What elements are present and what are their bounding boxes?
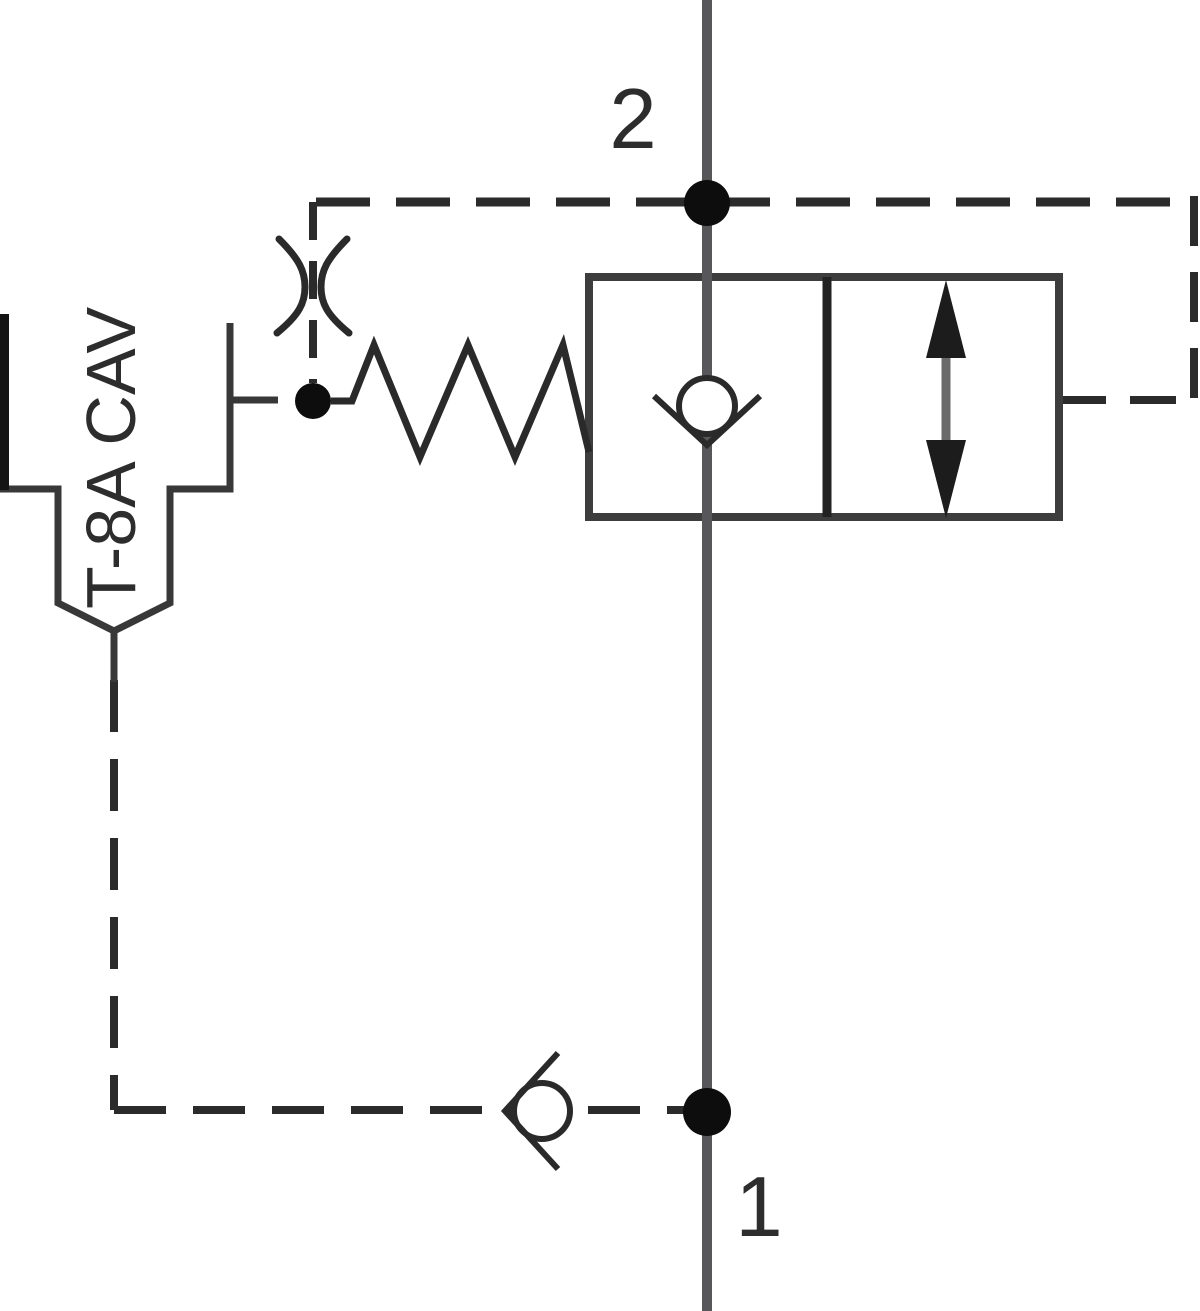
cavity-left-bar: [0, 314, 9, 490]
cavity-profile: [0, 323, 234, 635]
port-2-junction-dot: [684, 180, 730, 226]
port-2-label: 2: [609, 72, 656, 167]
cavity-outline: [0, 323, 278, 682]
pilot-check-valve: [500, 1050, 573, 1172]
arrow-head-up: [926, 280, 966, 358]
check-seat-chevron: [651, 393, 763, 450]
check-ball-circle: [676, 375, 738, 437]
port-1-junction-dot: [683, 1088, 731, 1136]
spring-pilot-junction-dot: [295, 383, 331, 419]
orifice-arc-right: [317, 235, 353, 337]
junction-dots: [295, 180, 731, 1136]
valve-check-element: [651, 375, 763, 450]
arrow-head-down: [926, 440, 966, 518]
pilot-check-ball-circle: [511, 1080, 573, 1142]
orifice-arc-left: [273, 235, 309, 337]
spring-symbol: [331, 333, 593, 467]
valve-envelope: [585, 273, 1063, 521]
fixed-orifice-symbol: [273, 235, 353, 337]
dashed-pilot-lines: [110, 196, 1198, 1114]
pilot-check-seat-chevron: [500, 1050, 561, 1172]
port-1-label: 1: [735, 1160, 782, 1255]
flow-arrow-bidirectional: [926, 280, 966, 518]
cavity-label: T-8A CAV: [72, 307, 150, 609]
